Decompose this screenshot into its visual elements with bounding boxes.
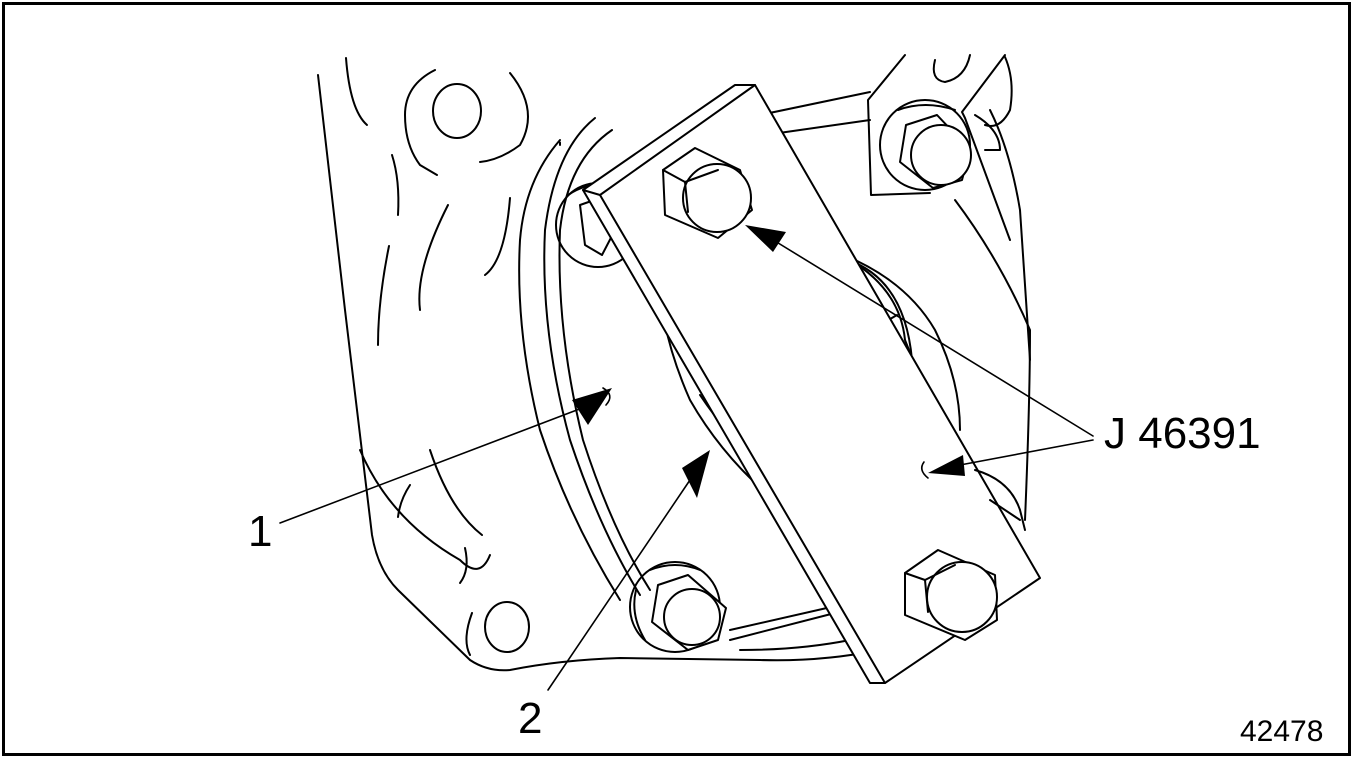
callout-2-label: 2 — [518, 694, 543, 743]
plate-bolt-lower — [904, 549, 998, 641]
callout-tool-label: J 46391 — [1104, 409, 1261, 458]
housing-outline — [317, 57, 881, 672]
figure-number: 42478 — [1240, 715, 1324, 748]
callout-1-label: 1 — [248, 507, 273, 556]
plate-bolt-upper — [662, 147, 753, 239]
right-small-bolt — [974, 469, 1026, 531]
upper-right-bracket — [867, 54, 1013, 241]
leader-1 — [279, 387, 612, 524]
leader-tool — [745, 225, 1094, 479]
leader-2 — [547, 450, 710, 691]
lower-left-bolt — [629, 561, 727, 653]
tool-plate-j46391 — [582, 84, 1041, 684]
